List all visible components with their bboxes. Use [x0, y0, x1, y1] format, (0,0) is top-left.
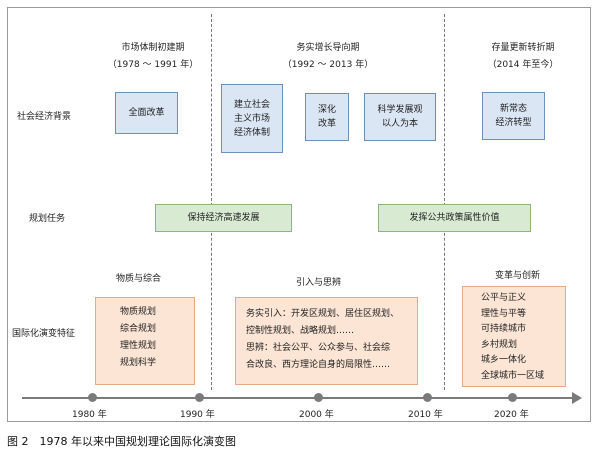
- feature-box-2-text: 务实引入：开发区规划、居住区规划、控制性规划、战略规划…… 思辨：社会公平、公众参…: [246, 306, 399, 374]
- text-line: 全面改革: [128, 108, 165, 118]
- background-box-2: 建立社会主义市场经济体制: [221, 84, 283, 153]
- feature-box-2: 务实引入：开发区规划、居住区规划、控制性规划、战略规划…… 思辨：社会公平、公众参…: [235, 297, 418, 385]
- timeline-dot-2020: [508, 393, 517, 402]
- background-box-4: 科学发展观以人为本: [364, 93, 436, 141]
- period-title-3: 存量更新转折期: [491, 43, 555, 53]
- feature-box-3-text: 公平与正义理性与平等可持续城市乡村规划城乡一体化全球城市一区域: [481, 291, 544, 384]
- text-line: 理性规划: [120, 341, 157, 351]
- text-line: 城乡一体化: [481, 355, 527, 365]
- period-range-2: （1992 ～ 2013 年）: [282, 60, 374, 70]
- row-label-background: 社会经济背景: [17, 112, 72, 122]
- timeline-tick-1990: 1990 年: [180, 410, 215, 420]
- timeline-dot-1990: [195, 393, 204, 402]
- timeline-tick-2020: 2020 年: [494, 410, 529, 420]
- text-line: 控制性规划、战略规划……: [246, 326, 355, 336]
- text-line: 可持续城市: [481, 324, 527, 334]
- feature-box-1: 物质规划综合规划理性规划规划科学: [95, 297, 195, 385]
- background-box-5-text: 新常态经济转型: [495, 102, 531, 130]
- text-line: 综合规划: [120, 324, 157, 334]
- background-box-3-text: 深化改革: [318, 103, 336, 131]
- text-line: 经济体制: [233, 127, 270, 138]
- feature-box-3: 公平与正义理性与平等可持续城市乡村规划城乡一体化全球城市一区域: [462, 286, 566, 387]
- period-divider-2: [444, 14, 445, 390]
- text-line: 深化: [317, 105, 336, 115]
- text-line: 新常态: [499, 104, 527, 114]
- timeline-arrow-icon: [572, 392, 582, 404]
- period-range-3: （2014 年至今）: [487, 60, 559, 70]
- task-box-2-text: 发挥公共政策属性价值: [409, 213, 500, 223]
- text-line: 公平与正义: [481, 293, 527, 303]
- background-box-1: 全面改革: [115, 92, 178, 134]
- timeline-tick-1980: 1980 年: [72, 410, 107, 420]
- figure-caption: 图 2 1978 年以来中国规划理论国际化演变图: [7, 435, 236, 448]
- task-box-1: 保持经济高速发展: [155, 204, 292, 232]
- text-line: 经济转型: [495, 118, 532, 128]
- text-line: 务实引入：开发区规划、居住区规划、: [246, 309, 400, 319]
- text-line: 合改良、西方理论自身的局限性……: [246, 360, 391, 370]
- timeline-dot-1980: [88, 393, 97, 402]
- row-label-features: 国际化演变特征: [12, 329, 76, 339]
- feature-box-1-text: 物质规划综合规划理性规划规划科学: [120, 304, 156, 372]
- text-line: 主义市场: [233, 113, 270, 124]
- background-box-5: 新常态经济转型: [482, 92, 545, 140]
- period-title-1: 市场体制初建期: [121, 43, 185, 53]
- text-line: 理性与平等: [481, 308, 527, 319]
- background-box-4-text: 科学发展观以人为本: [377, 103, 422, 131]
- task-box-1-text: 保持经济高速发展: [187, 213, 260, 223]
- feature-header-3: 变革与创新: [495, 271, 541, 281]
- text-line: 思辨：社会公平、公众参与、社会综: [246, 343, 391, 353]
- text-line: 全球城市一区域: [481, 370, 545, 381]
- timeline-tick-2000: 2000 年: [299, 410, 334, 420]
- background-box-1-text: 全面改革: [128, 106, 164, 120]
- text-line: 乡村规划: [481, 339, 518, 350]
- text-line: 以人为本: [381, 119, 418, 129]
- text-line: 建立社会: [233, 99, 270, 110]
- timeline-tick-2010: 2010 年: [408, 410, 443, 420]
- text-line: 改革: [317, 119, 336, 129]
- timeline-axis: [22, 397, 574, 399]
- period-divider-1: [211, 14, 212, 390]
- text-line: 物质规划: [120, 307, 157, 317]
- background-box-2-text: 建立社会主义市场经济体制: [234, 98, 270, 140]
- background-box-3: 深化改革: [305, 93, 349, 141]
- text-line: 规划科学: [120, 358, 157, 368]
- feature-header-2: 引入与思辨: [296, 278, 342, 288]
- timeline-dot-2000: [314, 393, 323, 402]
- period-range-1: （1978 ～ 1991 年）: [107, 60, 199, 70]
- feature-header-1: 物质与综合: [116, 274, 162, 284]
- row-label-tasks: 规划任务: [29, 214, 66, 224]
- task-box-2: 发挥公共政策属性价值: [378, 204, 531, 232]
- timeline-dot-2010: [423, 393, 432, 402]
- period-title-2: 务实增长导向期: [296, 43, 360, 53]
- text-line: 科学发展观: [377, 105, 423, 115]
